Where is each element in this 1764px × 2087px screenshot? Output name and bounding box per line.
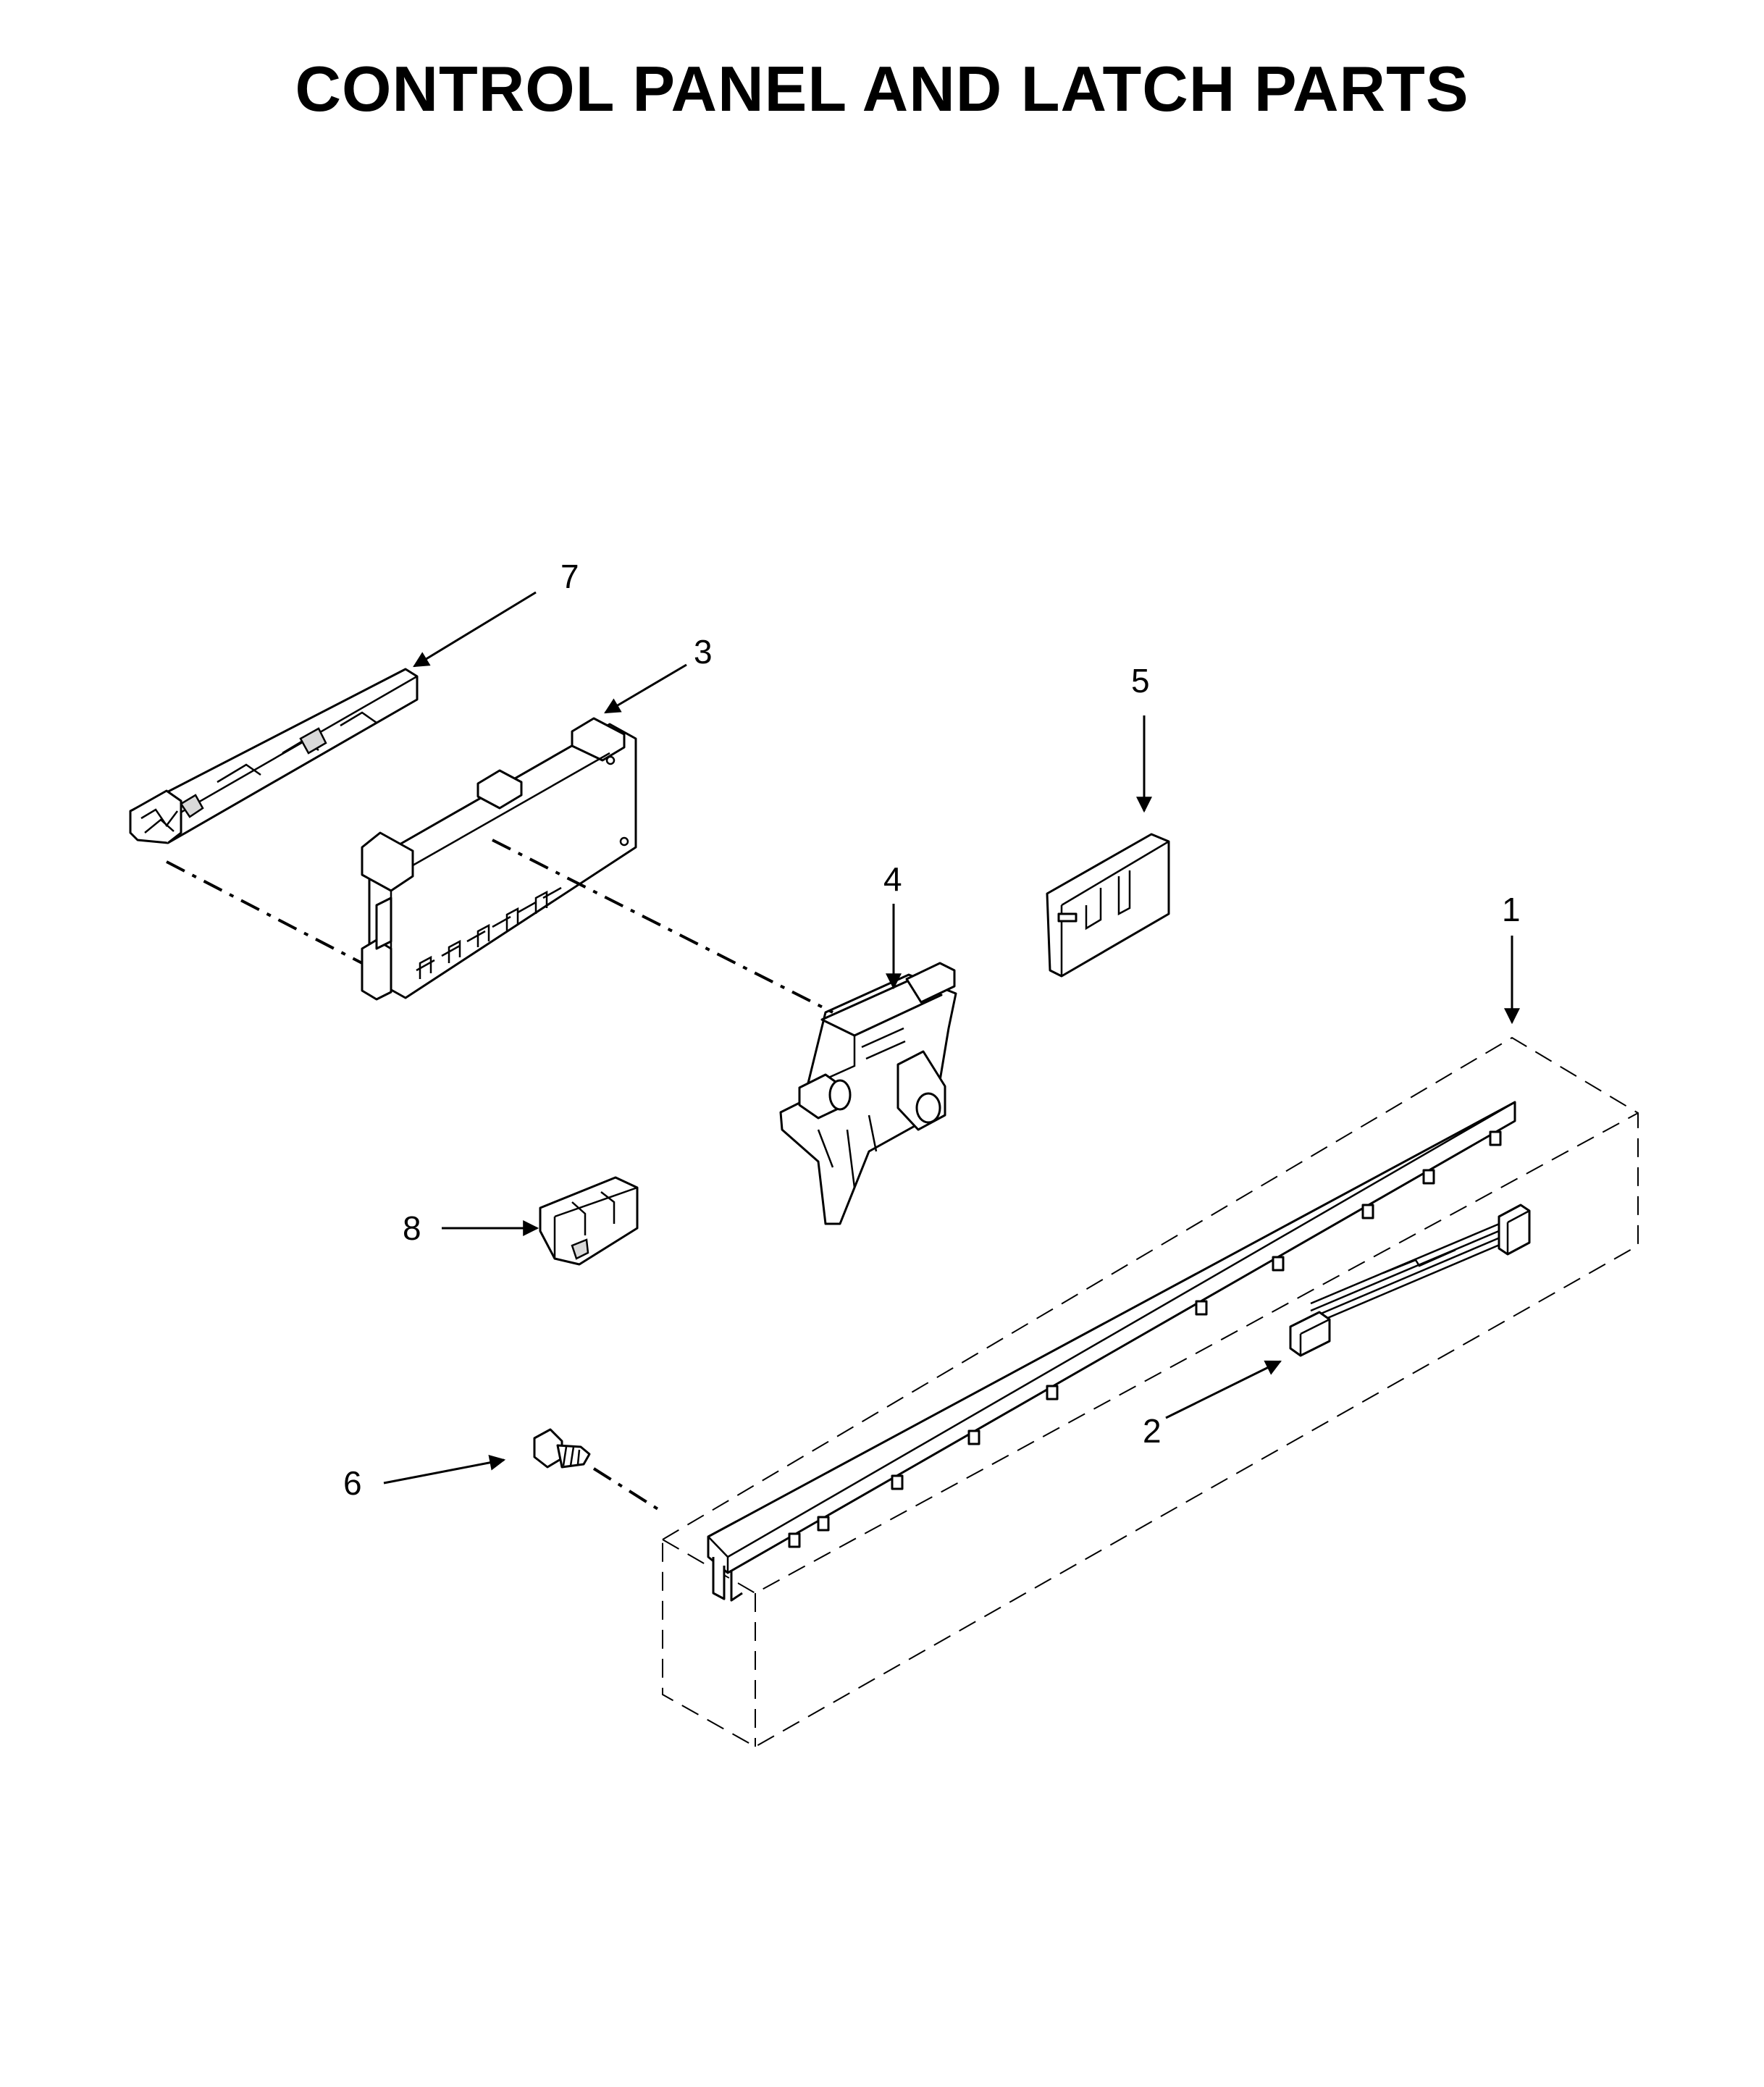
callout-6: 6 [343,1464,362,1502]
callout-2: 2 [1143,1412,1162,1450]
part-6-screw [533,1428,591,1469]
part-1-control-panel-strip [707,1101,1516,1602]
panel-tabs [788,1130,1502,1548]
part-4-door-latch [779,962,957,1225]
callout-4: 4 [883,860,902,898]
callout-8: 8 [403,1209,421,1247]
part-2-wire-harness [1289,1204,1531,1357]
part-3-control-board [361,717,637,1001]
callout-7: 7 [560,558,579,595]
part-7-bracket [129,668,419,844]
part-8-clip [539,1176,639,1266]
diagram-title: CONTROL PANEL AND LATCH PARTS [295,53,1469,125]
callout-3: 3 [694,633,713,671]
part-5-cover-plate [1046,833,1170,978]
callout-5: 5 [1131,662,1150,700]
callout-labels: 7 3 5 4 1 2 8 6 [343,558,1521,1502]
callout-1: 1 [1502,891,1521,928]
alignment-lines [166,839,833,1513]
phantom-housing-outline [662,1036,1639,1748]
leader-arrows [383,591,1520,1485]
